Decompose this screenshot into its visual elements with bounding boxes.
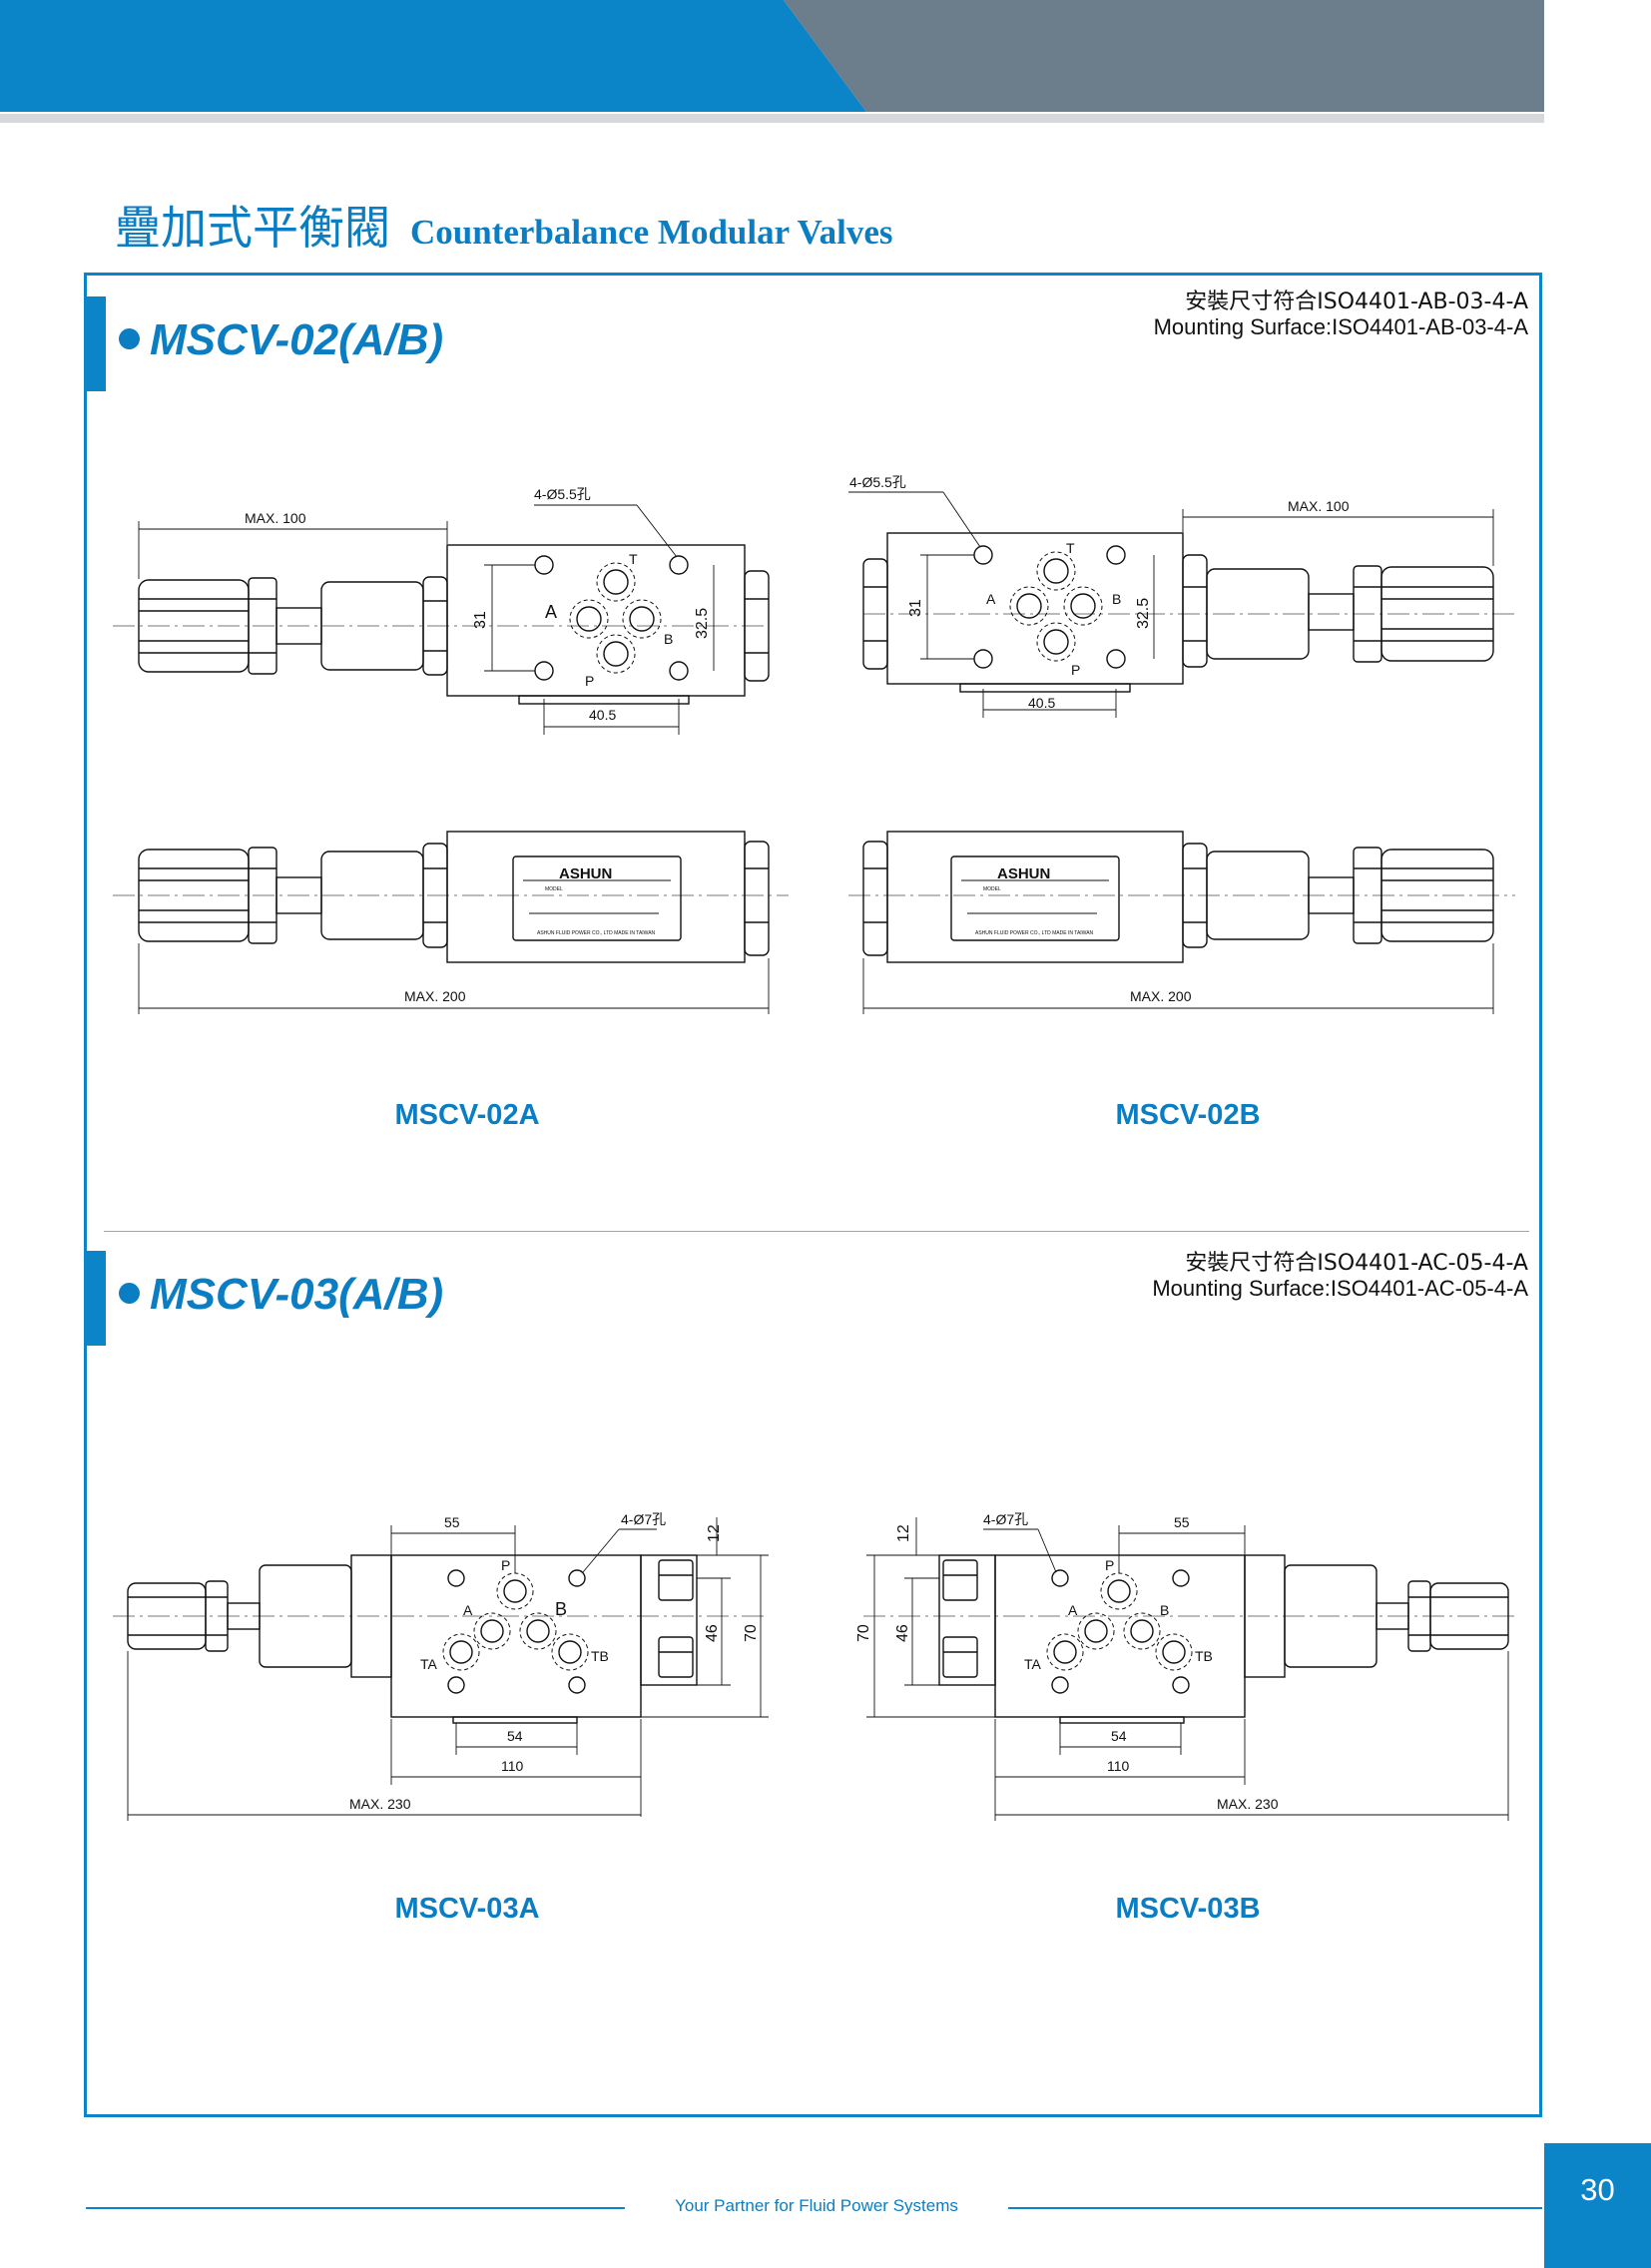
port-label: P [585, 673, 594, 689]
section-title-text: MSCV-03(A/B) [150, 1270, 444, 1319]
page-title: 疊加式平衡閥 Counterbalance Modular Valves [115, 192, 893, 255]
nameplate-model: MODEL [545, 886, 563, 892]
dim-holes: 4-Ø5.5孔 [849, 474, 906, 490]
mounting-surface-zh: 安裝尺寸符合ISO4401-AB-03-4-A [1185, 289, 1528, 314]
dim-holes: 4-Ø7孔 [621, 1511, 666, 1527]
dim-12: 12 [895, 1524, 912, 1542]
dim-110: 110 [1107, 1758, 1130, 1774]
port-label: TA [420, 1656, 438, 1672]
content-frame [84, 273, 1542, 2117]
mounting-surface-en: Mounting Surface:ISO4401-AB-03-4-A [1153, 314, 1528, 339]
port-label: A [986, 591, 996, 607]
dim-max-200: MAX. 200 [404, 988, 466, 1004]
footer-rule-left [86, 2207, 625, 2209]
page-number-badge [1544, 2143, 1651, 2268]
nameplate-model: MODEL [983, 886, 1001, 892]
dim-31: 31 [472, 611, 489, 629]
port-label: B [664, 631, 673, 647]
port-label: B [1160, 1602, 1169, 1618]
model-label-mscv-02b: MSCV-02B [1115, 1099, 1261, 1131]
port-label: T [1066, 540, 1075, 556]
port-label: T [629, 551, 638, 567]
port-label: A [545, 602, 557, 622]
bullet-dot-icon [119, 1282, 140, 1304]
dim-55: 55 [444, 1514, 460, 1530]
port-label: B [1112, 591, 1121, 607]
port-label: P [1105, 1557, 1114, 1573]
dim-46: 46 [704, 1624, 721, 1642]
model-label-mscv-03b: MSCV-03B [1115, 1893, 1261, 1925]
port-label: A [463, 1602, 473, 1618]
header-rule [0, 114, 1544, 123]
dim-32-5: 32.5 [1135, 598, 1152, 629]
mounting-surface-zh: 安裝尺寸符合ISO4401-AC-05-4-A [1185, 1251, 1528, 1276]
dim-110: 110 [501, 1758, 524, 1774]
dim-70: 70 [743, 1624, 760, 1642]
dim-70: 70 [855, 1624, 872, 1642]
mounting-surface-note: 安裝尺寸符合ISO4401-AB-03-4-A Mounting Surface… [1154, 289, 1528, 339]
nameplate-brand: ASHUN [559, 865, 612, 882]
dim-max-230: MAX. 230 [1217, 1796, 1279, 1812]
section-marker-bar [87, 296, 106, 391]
port-label: P [501, 1557, 510, 1573]
footer-rule-right [1008, 2207, 1542, 2209]
port-label: TB [1195, 1648, 1213, 1664]
mounting-surface-note: 安裝尺寸符合ISO4401-AC-05-4-A Mounting Surface… [1152, 1251, 1528, 1301]
port-label: A [1068, 1602, 1078, 1618]
dim-54: 54 [507, 1728, 523, 1744]
mounting-surface-en: Mounting Surface:ISO4401-AC-05-4-A [1152, 1276, 1528, 1301]
model-label-mscv-02a: MSCV-02A [394, 1099, 540, 1131]
dim-46: 46 [894, 1624, 911, 1642]
dim-max-230: MAX. 230 [349, 1796, 411, 1812]
dim-max-100: MAX. 100 [1288, 498, 1350, 514]
dim-12: 12 [706, 1524, 723, 1542]
dim-holes: 4-Ø7孔 [983, 1511, 1028, 1527]
dim-31: 31 [907, 599, 924, 617]
nameplate-maker: ASHUN FLUID POWER CO., LTD MADE IN TAIWA… [975, 930, 1094, 936]
section-marker-bar [87, 1251, 106, 1346]
port-label: P [1071, 662, 1080, 678]
section-title-text: MSCV-02(A/B) [150, 315, 444, 364]
page-number: 30 [1580, 2172, 1615, 2207]
dim-40-5: 40.5 [1028, 695, 1055, 711]
section-title-mscv-03: MSCV-03(A/B) [119, 1270, 443, 1320]
dim-32-5: 32.5 [694, 608, 711, 639]
bullet-dot-icon [119, 327, 140, 349]
footer-tagline: Your Partner for Fluid Power Systems [675, 2196, 958, 2215]
dim-max-200: MAX. 200 [1130, 988, 1192, 1004]
nameplate-maker: ASHUN FLUID POWER CO., LTD MADE IN TAIWA… [537, 930, 656, 936]
section-divider [104, 1231, 1529, 1232]
port-label: TA [1024, 1656, 1042, 1672]
dim-max-100: MAX. 100 [245, 510, 306, 526]
page-title-zh: 疊加式平衡閥 [115, 201, 390, 255]
dim-54: 54 [1111, 1728, 1127, 1744]
port-label: TB [591, 1648, 609, 1664]
port-label: B [555, 1599, 567, 1619]
dim-55: 55 [1174, 1514, 1190, 1530]
nameplate-brand: ASHUN [997, 865, 1050, 882]
dim-40-5: 40.5 [589, 707, 616, 723]
page-title-en: Counterbalance Modular Valves [410, 213, 893, 252]
section-title-mscv-02: MSCV-02(A/B) [119, 315, 443, 365]
dim-holes: 4-Ø5.5孔 [534, 486, 591, 502]
top-banner [0, 0, 1544, 112]
model-label-mscv-03a: MSCV-03A [394, 1893, 540, 1925]
